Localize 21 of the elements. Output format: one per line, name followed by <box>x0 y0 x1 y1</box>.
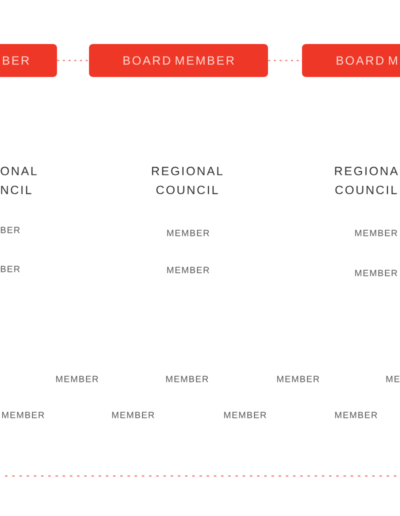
member-label: BER <box>0 266 20 272</box>
board-member-box: BER <box>0 44 57 77</box>
member-label: MEMBER <box>167 266 210 274</box>
member-label: MEMBER <box>355 230 398 236</box>
dotted-connector <box>57 60 89 62</box>
member-label: MEMBER <box>224 412 266 418</box>
member-label: MEMBER <box>277 376 320 382</box>
member-label: MEMBER <box>56 376 98 382</box>
member-label: BER <box>0 226 20 234</box>
member-label: MEMBER <box>112 412 154 418</box>
council-heading: ONAL NCIL <box>0 166 37 194</box>
member-label: MEMBER <box>335 412 378 418</box>
member-label: ME <box>386 376 400 382</box>
board-member-box: BOARD MEMBER <box>89 44 268 77</box>
council-heading: REGIONAL COUNCIL <box>152 166 222 194</box>
board-member-box: BOARD M <box>302 44 400 77</box>
member-label: MEMBER <box>355 270 398 276</box>
council-heading: REGIONA COUNCIL <box>335 166 398 194</box>
member-label: MEMBER <box>2 412 44 418</box>
member-label: MEMBER <box>167 230 210 236</box>
member-label: MEMBER <box>166 376 208 382</box>
